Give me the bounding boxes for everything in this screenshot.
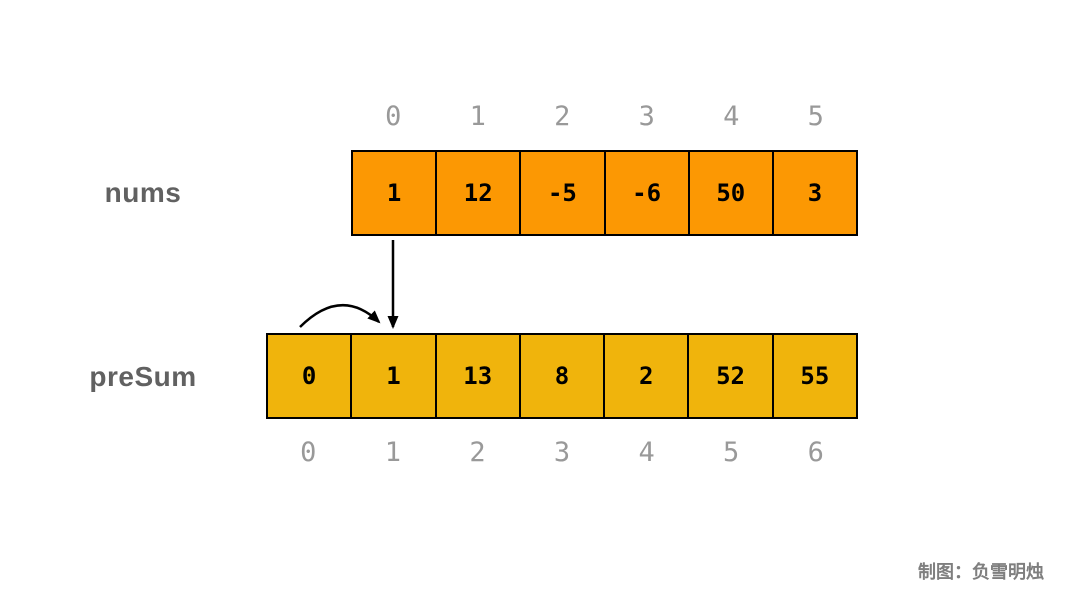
presum-index: 3: [553, 437, 571, 468]
presum-index: 2: [469, 437, 486, 468]
credit-text: 制图：负雪明烛: [918, 562, 1044, 582]
nums-cell: 50: [687, 152, 772, 234]
presum-index: 1: [384, 437, 401, 468]
nums-cell: 12: [435, 152, 519, 234]
presum-index: 0: [300, 437, 317, 468]
presum-cell: 55: [771, 335, 856, 417]
presum-array: 0 1 13 8 2 52 55: [266, 333, 858, 419]
presum-0-to-presum-1-arrow: [299, 304, 381, 328]
nums-index: 3: [638, 101, 655, 132]
presum-cell: 2: [603, 335, 687, 417]
presum-index-row: 0 1 2 3 4 5 6: [266, 438, 858, 468]
nums-index: 0: [385, 101, 402, 132]
nums-cell: -5: [519, 152, 603, 234]
nums-array-label: nums: [104, 177, 182, 208]
presum-cell: 0: [301, 362, 317, 390]
nums-index-row: 0 1 2 3 4 5: [351, 102, 858, 132]
presum-cell: 8: [518, 335, 603, 417]
nums-index: 5: [807, 101, 824, 132]
presum-index: 5: [723, 437, 740, 468]
presum-index: 6: [807, 437, 824, 468]
presum-cell: 52: [687, 335, 771, 417]
nums-index: 4: [723, 101, 740, 132]
nums-cell: 1: [386, 179, 402, 207]
presum-cell: 13: [434, 335, 519, 417]
presum-cell: 1: [350, 335, 434, 417]
nums-index: 2: [554, 101, 571, 132]
nums-array: 1 12 -5 -6 50 3: [351, 150, 858, 236]
presum-array-label: preSum: [89, 361, 197, 392]
nums-index: 1: [469, 101, 486, 132]
nums-cell: -6: [603, 152, 688, 234]
presum-index: 4: [638, 437, 655, 468]
nums-cell: 3: [771, 152, 856, 234]
